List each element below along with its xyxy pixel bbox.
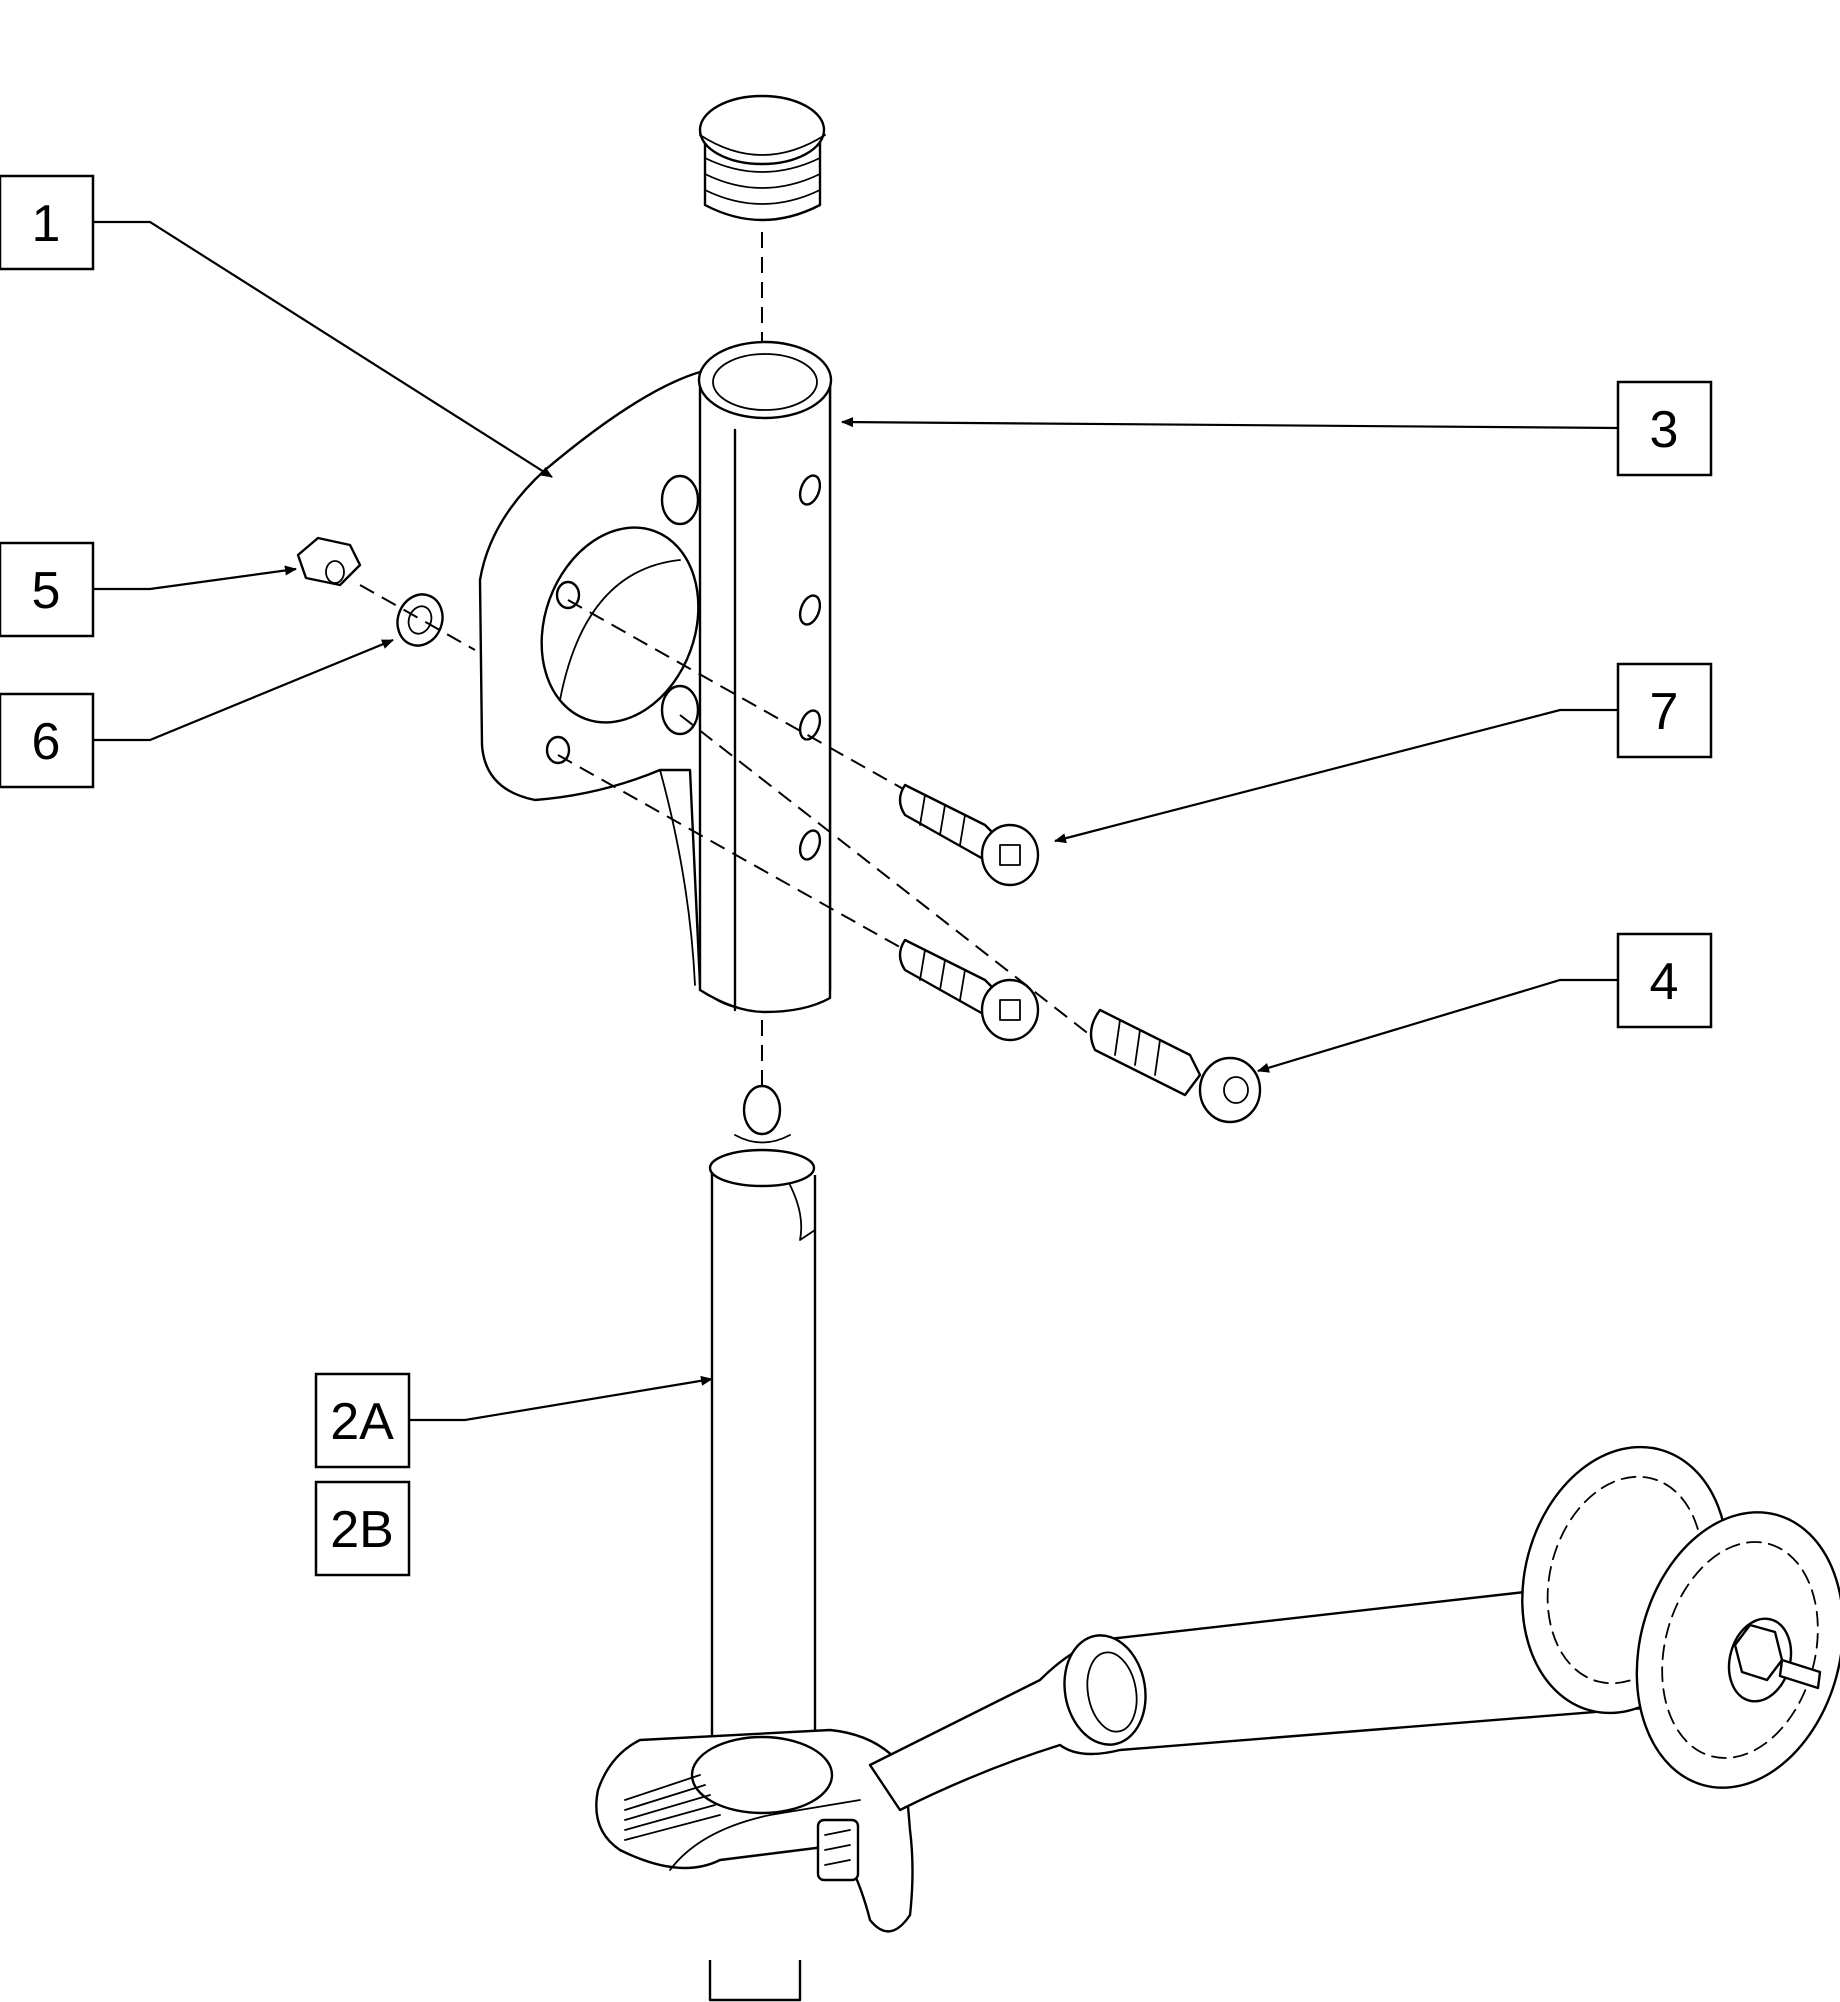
svg-text:3: 3 xyxy=(1650,401,1679,459)
svg-text:6: 6 xyxy=(32,713,61,771)
svg-text:2B: 2B xyxy=(330,1501,394,1559)
callout-5: 5 xyxy=(0,541,95,638)
socket-head-screw-lower xyxy=(898,938,1040,1042)
svg-text:2A: 2A xyxy=(330,1393,394,1451)
callout-2b: 2B xyxy=(314,1480,411,1577)
svg-text:5: 5 xyxy=(32,562,61,620)
caster-stem xyxy=(708,1148,817,1787)
callout-6: 6 xyxy=(0,692,95,789)
callout-7: 7 xyxy=(1616,662,1713,759)
callout-3: 3 xyxy=(1616,380,1713,477)
callout-2a: 2A xyxy=(314,1372,411,1469)
socket-head-screw-upper xyxy=(898,783,1040,887)
svg-text:7: 7 xyxy=(1650,683,1679,741)
callout-4: 4 xyxy=(1616,932,1713,1029)
end-cap-plug xyxy=(698,94,826,222)
detent-spring xyxy=(734,1084,791,1204)
svg-text:1: 1 xyxy=(32,195,61,253)
manufacturer-logo-icon xyxy=(816,1818,860,1882)
caster-housing-bracket xyxy=(478,340,833,1014)
callout-1: 1 xyxy=(0,174,95,271)
anti-tip-wheel-front xyxy=(1635,1511,1840,1789)
hex-nut xyxy=(296,536,362,587)
tread-grip-icon xyxy=(624,1774,721,1841)
button-head-screw xyxy=(1089,1008,1262,1124)
flat-washer xyxy=(396,593,444,647)
caster-fork-housing xyxy=(595,1728,914,2002)
svg-text:4: 4 xyxy=(1650,953,1679,1011)
